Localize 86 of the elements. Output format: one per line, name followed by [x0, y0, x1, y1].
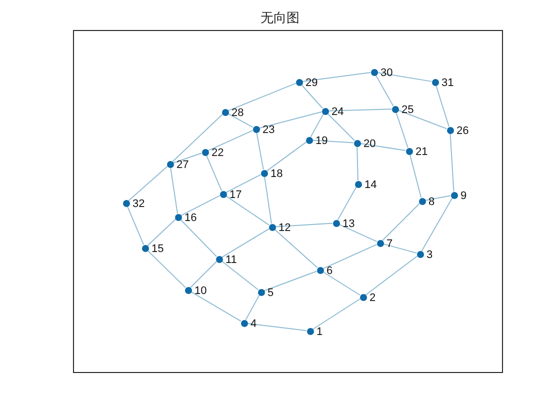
- graph-edge: [228, 82, 296, 112]
- graph-edge: [246, 322, 308, 332]
- graph-edge: [206, 154, 222, 192]
- node-label: 20: [364, 138, 376, 150]
- graph-edge: [264, 270, 318, 292]
- graph-edge: [266, 142, 307, 172]
- graph-edge: [338, 224, 378, 242]
- node-label: 6: [326, 264, 333, 276]
- node-label: 23: [262, 124, 275, 136]
- chart-title: 无向图: [260, 10, 300, 27]
- graph-edge: [172, 114, 223, 162]
- graph-edge: [147, 250, 186, 288]
- graph-edge: [172, 152, 202, 164]
- node-label: 9: [460, 190, 467, 202]
- node-label: 5: [268, 286, 274, 298]
- graph-edge: [312, 298, 361, 330]
- node-label: 21: [416, 146, 428, 158]
- graph-edge: [245, 294, 260, 320]
- graph-edge: [376, 72, 432, 82]
- node-label: 4: [250, 318, 257, 330]
- graph-edge: [226, 174, 262, 193]
- graph-edge: [126, 206, 144, 246]
- graph-edge: [382, 243, 418, 254]
- node-label: 24: [332, 106, 344, 118]
- node-label: 2: [370, 292, 376, 304]
- graph-edge: [421, 198, 453, 252]
- graph-edge: [310, 114, 324, 138]
- node-label: 25: [402, 104, 414, 116]
- node-label: 17: [230, 188, 242, 200]
- graph-edge: [409, 154, 422, 198]
- node-label: 22: [212, 146, 224, 158]
- graph-edge: [222, 228, 270, 258]
- graph-edge: [147, 218, 176, 246]
- node-label: 26: [456, 124, 469, 136]
- node-label: 29: [306, 76, 318, 88]
- node-label: 32: [132, 198, 145, 210]
- graph-edge: [128, 166, 168, 202]
- node-label: 13: [342, 218, 355, 230]
- node-label: 12: [278, 222, 291, 234]
- node-label: 10: [194, 284, 207, 296]
- graph-edge: [228, 113, 254, 128]
- node-label: 28: [232, 106, 244, 118]
- graph-edge: [300, 84, 324, 109]
- node-label: 8: [428, 196, 435, 208]
- graph-edge: [302, 72, 372, 82]
- graph-edge: [322, 271, 361, 296]
- graph-edge: [326, 112, 356, 142]
- graph-edge: [225, 195, 270, 226]
- node-label: 18: [270, 168, 283, 180]
- graph-edge: [396, 112, 408, 148]
- node-label: 15: [152, 242, 164, 254]
- node-label: 11: [226, 254, 237, 266]
- node-label: 30: [380, 66, 393, 78]
- graph-edge: [208, 130, 254, 152]
- graph-edge: [190, 260, 218, 288]
- graph-edge: [365, 256, 418, 296]
- graph-edge: [382, 202, 420, 242]
- graph-edge: [312, 140, 354, 144]
- node-label: 1: [316, 326, 323, 338]
- graph-edge: [450, 133, 454, 192]
- graph-edge: [264, 176, 272, 224]
- node-label: 16: [184, 212, 197, 224]
- graph-edge: [328, 108, 392, 112]
- graph-edge: [274, 228, 318, 268]
- graph-edge: [170, 166, 178, 214]
- graph-edge: [375, 74, 394, 106]
- graph-edge: [190, 291, 242, 322]
- graph-edge: [180, 195, 220, 216]
- graph-edge: [436, 84, 450, 128]
- graph-edge: [337, 186, 357, 220]
- node-label: 27: [176, 158, 189, 170]
- graph-edge: [356, 146, 358, 181]
- graph-edge: [256, 132, 264, 170]
- graph-edge: [424, 195, 452, 201]
- graph-edge: [398, 110, 448, 130]
- graph-edge: [221, 260, 259, 290]
- node-label: 14: [364, 178, 377, 190]
- node-label: 31: [442, 76, 454, 88]
- graph-edge: [180, 219, 218, 257]
- graph-edge: [258, 111, 322, 129]
- graph-edge: [275, 222, 333, 228]
- graph-edge: [360, 143, 406, 151]
- graph-edge: [322, 244, 378, 270]
- node-label: 7: [386, 238, 393, 250]
- node-label: 19: [316, 134, 328, 146]
- node-label: 3: [426, 248, 433, 260]
